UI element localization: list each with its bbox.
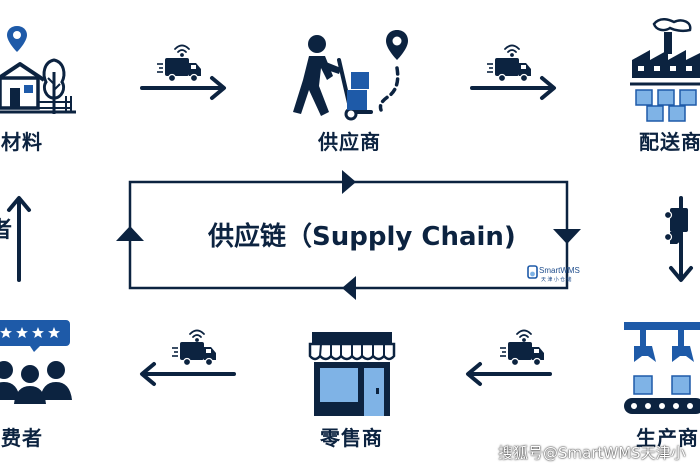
customers-rating-icon [0,320,72,404]
wifi-icon [174,44,190,57]
wifi-icon [189,329,205,342]
watermark: 搜狐号@SmartWMS天津小 [498,444,686,462]
node-label-consumer: 消费者 [0,426,43,450]
left-vertical-text: 者 [0,218,13,243]
robotic-assembly-line-icon [624,322,700,414]
logo-name: SmartWMS [539,266,580,275]
logo-subtitle: 天 津 小 仓 储 [541,277,572,283]
wifi-icon [516,329,532,342]
cycle-arrow-left [116,226,144,241]
flow-arrow-retailer-to-consumer [140,362,236,386]
node-label-raw-materials: 原材料 [0,130,43,154]
flow-arrow-raw-to-supplier [140,76,226,100]
flow-arrow-consumer-to-raw [7,196,31,282]
node-label-manufacturer: 生产商 [636,426,699,450]
factory-boxes-icon [630,18,700,122]
storefront-icon [308,332,396,416]
house-tree-location-icon [0,26,76,114]
node-label-distributor: 配送商 [639,130,700,154]
node-label-supplier: 供应商 [318,130,381,154]
truck-icon [157,58,201,83]
wifi-icon [504,44,520,57]
truck-icon [487,58,531,83]
cycle-arrow-top [342,170,356,194]
worker-hand-truck-icon [293,30,408,121]
truck-icon [500,342,544,367]
truck-icon [663,208,688,244]
cycle-arrow-bottom [342,276,356,300]
cycle-arrow-right [553,229,581,244]
flow-arrow-manufacturer-to-retailer [466,362,552,386]
center-title: 供应链（Supply Chain) [208,222,516,252]
truck-icon [172,342,216,367]
flow-arrow-supplier-to-distributor [470,76,556,100]
smartwms-logo-icon [527,265,538,279]
node-label-retailer: 零售商 [320,426,383,450]
